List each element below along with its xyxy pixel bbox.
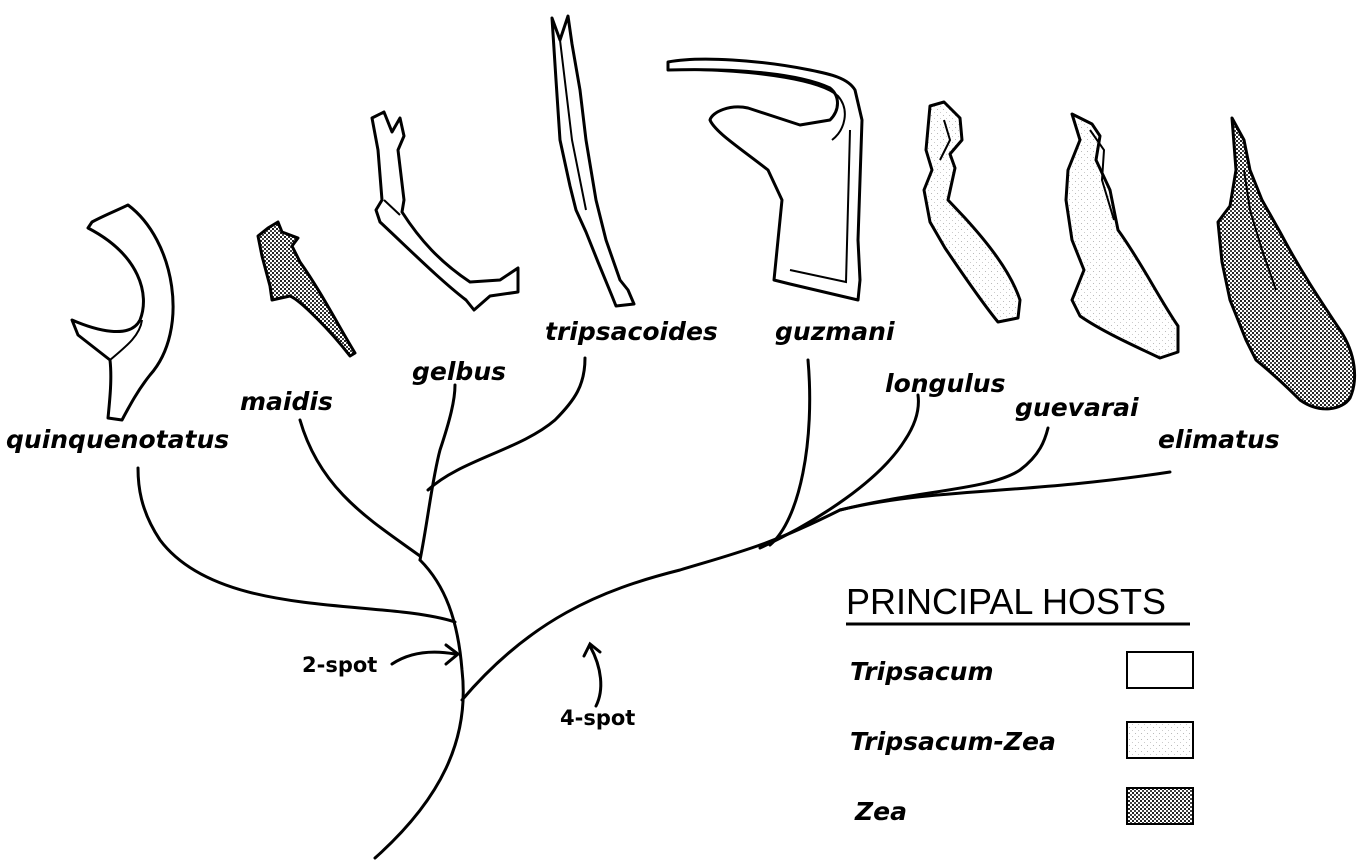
two-spot-label: 2-spot [302, 653, 377, 677]
legend-swatch-tripsacum [1127, 652, 1193, 688]
branch-longulus [760, 395, 918, 548]
branch-guevarai [840, 428, 1048, 510]
branch-maidis [300, 420, 420, 556]
legend-label-zea: Zea [854, 797, 907, 826]
legend-label-tripsacum-zea: Tripsacum-Zea [850, 727, 1056, 756]
label-maidis: maidis [240, 387, 333, 416]
organ-longulus [924, 102, 1020, 322]
organ-elimatus [1218, 118, 1355, 409]
branch-gelbus [420, 385, 455, 560]
legend-title: PRINCIPAL HOSTS [846, 581, 1166, 622]
label-guzmani: guzmani [775, 317, 895, 346]
tree-trunk [375, 560, 463, 858]
label-elimatus: elimatus [1158, 425, 1280, 454]
legend-label-tripsacum: Tripsacum [850, 657, 994, 686]
label-tripsacoides: tripsacoides [545, 317, 718, 346]
four-spot-arrow [590, 646, 601, 706]
branch-guzmani [770, 360, 810, 545]
legend-swatch-zea [1127, 788, 1193, 824]
species-labels: quinquenotatus maidis gelbus tripsacoide… [6, 317, 1280, 454]
legend-swatch-tripsacum-zea [1127, 722, 1193, 758]
legend: PRINCIPAL HOSTS Tripsacum Tripsacum-Zea … [846, 581, 1193, 826]
label-gelbus: gelbus [412, 357, 506, 386]
organ-guzmani [668, 59, 862, 300]
two-spot-arrow [392, 652, 455, 664]
annotations: 2-spot 4-spot [302, 644, 635, 730]
four-spot-label: 4-spot [560, 706, 635, 730]
label-guevarai: guevarai [1015, 393, 1139, 422]
organ-gelbus [372, 112, 518, 310]
organ-tripsacoides [552, 16, 634, 306]
branch-quinquenotatus [138, 468, 455, 622]
organ-guevarai [1066, 114, 1178, 358]
organ-quinquenotatus [72, 205, 173, 420]
organ-drawings [72, 16, 1355, 420]
label-longulus: longulus [885, 369, 1005, 398]
label-quinquenotatus: quinquenotatus [6, 425, 229, 454]
organ-maidis [258, 222, 355, 356]
